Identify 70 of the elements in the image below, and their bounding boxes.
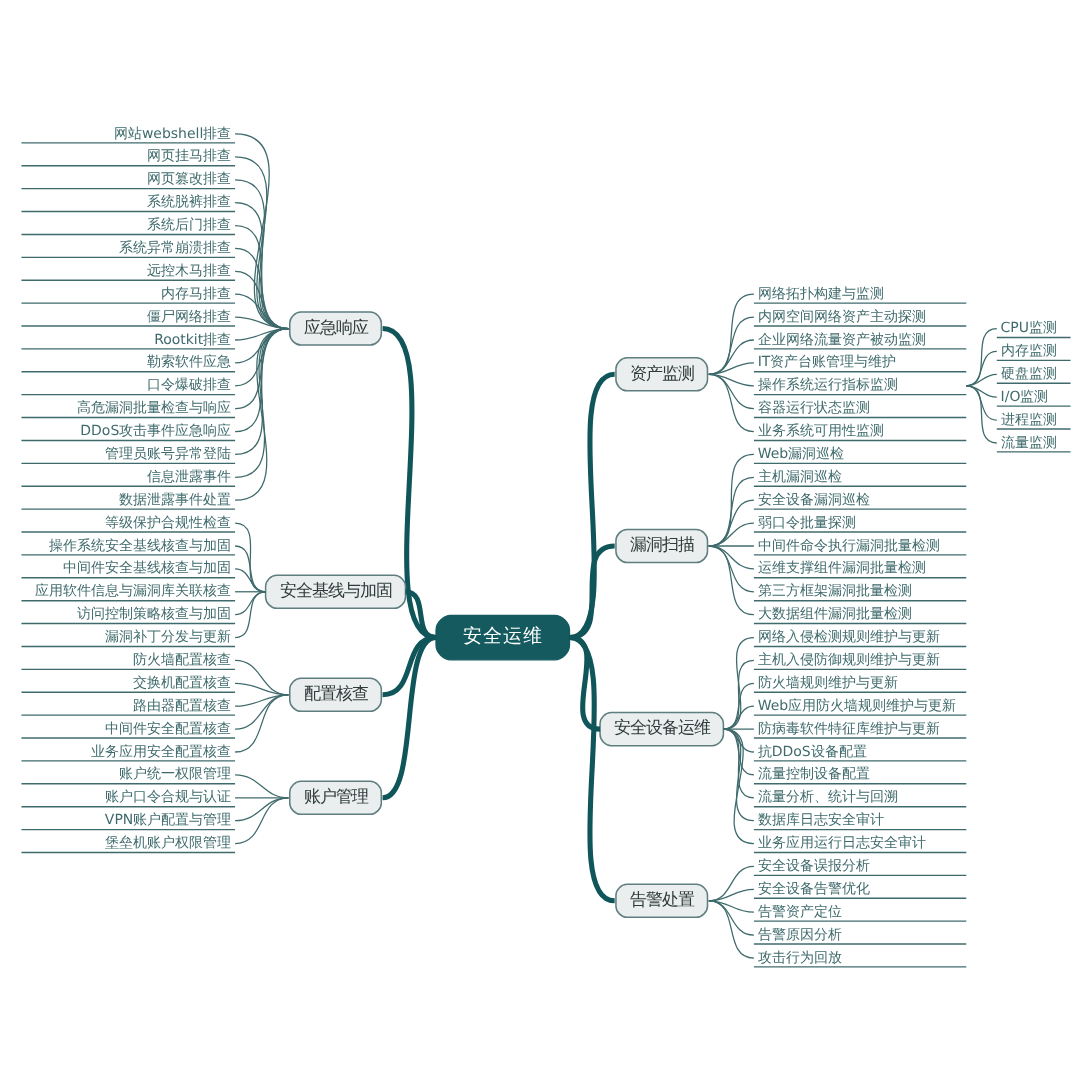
connector — [708, 900, 755, 959]
node-box: 安全设备运维 — [599, 711, 725, 747]
node-box: 账户管理 — [289, 780, 383, 816]
node-box: 资产监测 — [615, 357, 709, 392]
connector — [708, 499, 755, 547]
connector — [382, 635, 437, 698]
connector — [722, 705, 755, 730]
node-box: 安全基线与加固 — [264, 574, 407, 610]
connector — [381, 326, 437, 640]
connector — [708, 865, 755, 902]
connector — [234, 797, 290, 845]
connector — [708, 362, 755, 375]
node-box: 应急响应 — [289, 311, 383, 346]
connector — [708, 453, 755, 547]
connector — [722, 682, 755, 730]
connector — [234, 545, 267, 593]
connector — [708, 545, 755, 593]
connector — [722, 636, 755, 730]
connector — [722, 728, 755, 776]
node-box: 配置核查 — [289, 677, 383, 713]
connector — [234, 694, 290, 707]
connector — [708, 900, 755, 913]
connector — [234, 694, 290, 730]
connector — [708, 476, 755, 547]
connector — [965, 385, 998, 444]
connector — [708, 373, 755, 433]
node-box: 漏洞扫描 — [615, 528, 709, 564]
connector — [405, 589, 437, 641]
connector — [569, 543, 616, 641]
connector — [234, 293, 290, 330]
connector — [965, 385, 998, 421]
connector — [708, 900, 755, 936]
node-box: 安全运维 — [435, 614, 571, 661]
connector — [234, 327, 290, 387]
connector — [234, 327, 290, 433]
connector — [708, 545, 755, 547]
connector — [234, 591, 267, 639]
connector — [568, 635, 616, 904]
connector — [568, 372, 616, 640]
connector — [708, 373, 755, 410]
node-box: 告警处置 — [615, 883, 709, 919]
connector — [722, 728, 755, 845]
connector — [708, 339, 755, 375]
connector — [234, 247, 290, 330]
connector — [234, 591, 267, 593]
connector — [722, 728, 755, 753]
connector — [722, 659, 755, 730]
connector — [381, 635, 437, 801]
connector — [722, 728, 755, 730]
connector — [708, 545, 755, 570]
connector — [965, 350, 998, 387]
connector — [708, 316, 755, 375]
connector — [722, 728, 755, 799]
connector — [708, 293, 755, 375]
connector — [708, 522, 755, 547]
connector — [722, 728, 755, 822]
connector — [965, 327, 998, 387]
connector — [708, 545, 755, 616]
connector — [234, 591, 267, 616]
connector — [965, 373, 998, 387]
connector — [234, 270, 290, 330]
connector — [234, 522, 267, 593]
connector — [234, 327, 290, 410]
connector — [234, 568, 267, 593]
connector — [234, 797, 290, 822]
connector — [708, 888, 755, 902]
connector — [234, 224, 290, 330]
connector — [569, 635, 601, 732]
connector — [234, 694, 290, 753]
connector — [234, 202, 290, 330]
